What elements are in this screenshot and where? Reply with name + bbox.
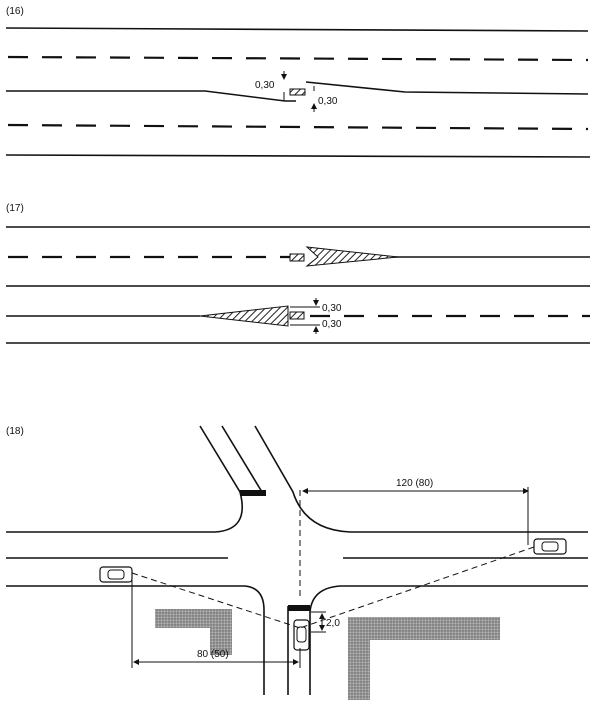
figure-16-label: (16) <box>6 6 24 17</box>
traffic-island <box>289 88 306 96</box>
dimension-label: 0,30 <box>322 319 342 330</box>
centerline-left <box>6 90 296 102</box>
building-right <box>348 617 500 700</box>
dimension-label: 0,30 <box>318 96 338 107</box>
side-road-edge-right <box>254 425 588 533</box>
sight-line-right <box>299 546 535 629</box>
stop-line <box>288 605 310 611</box>
main-road-edge-bottom-right <box>309 585 588 695</box>
figure-17: (17) 0,30 0,30 <box>6 203 590 344</box>
car-waiting <box>293 619 310 651</box>
figure-16: (16) 0,30 0,30 <box>5 6 591 158</box>
dimension-label: 0,30 <box>322 303 342 314</box>
dimension-label: 0,30 <box>255 80 275 91</box>
dimension-label: 80 (50) <box>197 649 229 660</box>
lane-dash-upper <box>7 55 589 62</box>
dimension-label: 120 (80) <box>396 478 433 489</box>
figure-18: (18) <box>6 425 588 700</box>
car-left <box>99 566 133 583</box>
lane-dash-lower <box>7 123 589 131</box>
side-road-lane-line <box>221 425 263 493</box>
traffic-island <box>289 253 305 262</box>
figure-17-label: (17) <box>6 203 24 214</box>
building-left <box>155 609 232 655</box>
hatched-taper-left <box>199 305 289 327</box>
centerline-right <box>305 81 589 95</box>
dimension-label: 2,0 <box>326 618 340 629</box>
side-road-edge-left <box>6 425 244 533</box>
stop-line <box>240 490 266 496</box>
car-right <box>533 538 567 555</box>
road-edge-bottom <box>5 154 591 158</box>
hatched-taper-right <box>305 246 399 267</box>
figure-18-label: (18) <box>6 426 24 437</box>
main-road-edge-bottom-left <box>6 585 265 695</box>
traffic-island <box>289 311 305 320</box>
road-edge-top <box>5 27 589 32</box>
